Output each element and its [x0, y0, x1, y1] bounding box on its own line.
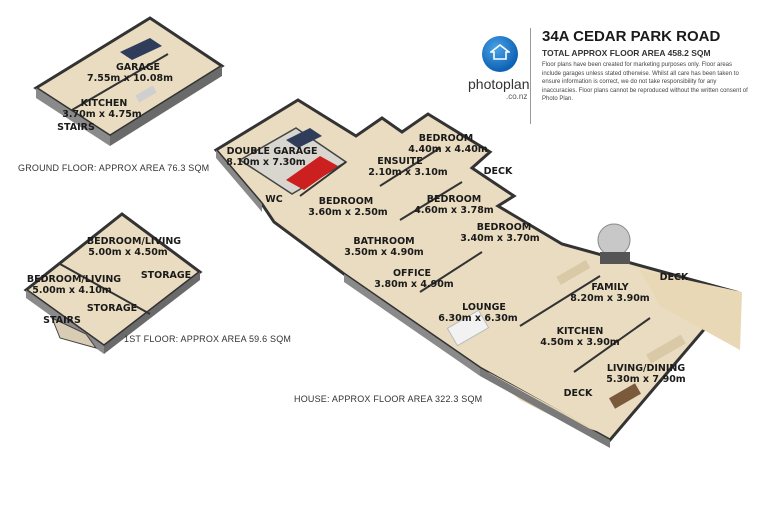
- family-name: FAMILY: [591, 282, 628, 293]
- first-storage-2: STORAGE: [87, 303, 137, 314]
- ground-kitchen-name: KITCHEN: [81, 98, 128, 109]
- house-interior-wall-6: [573, 317, 651, 373]
- logo-text: photoplan: [468, 76, 530, 92]
- total-area: TOTAL APPROX FLOOR AREA 458.2 SQM: [542, 48, 711, 58]
- house-wall-front-2: [344, 274, 480, 376]
- logo-sub: .co.nz: [506, 92, 528, 101]
- house-interior-wall-1: [299, 161, 347, 197]
- house-interior-wall-3: [399, 181, 463, 221]
- ground-stairs: STAIRS: [57, 122, 95, 133]
- ground-floor-wall-side: [110, 66, 222, 146]
- photoplan-logo: photoplan .co.nz: [468, 36, 538, 108]
- kitchen-dim: 4.50m x 3.90m: [540, 337, 620, 348]
- wc-label: WC: [265, 194, 282, 205]
- ground-floor-wall-front: [36, 88, 110, 146]
- bedroom-right-dim: 3.40m x 3.70m: [460, 233, 540, 244]
- lounge-name: LOUNGE: [462, 302, 506, 313]
- page-title: 34A CEDAR PARK ROAD: [542, 28, 721, 45]
- kitchen-name: KITCHEN: [557, 326, 604, 337]
- house-slab: [213, 98, 739, 442]
- disclaimer: Floor plans have been created for market…: [542, 62, 748, 102]
- ground-garage-name: GARAGE: [116, 62, 160, 73]
- garage-dark-car: [120, 38, 162, 60]
- bathroom-dim: 3.50m x 4.90m: [344, 247, 424, 258]
- first-floor-plan: [23, 212, 203, 354]
- living-sofa: [646, 334, 686, 364]
- house-interior-wall-5: [519, 275, 601, 327]
- double-garage-red-car: [286, 156, 338, 190]
- ground-floor-labels: GARAGE 7.55m x 10.08m KITCHEN 3.70m x 4.…: [18, 62, 209, 173]
- dining-table: [609, 383, 641, 409]
- bathroom-name: BATHROOM: [353, 236, 414, 247]
- ground-kitchen-dim: 3.70m x 4.75m: [62, 109, 142, 120]
- first-floor-divider: [59, 263, 151, 315]
- double-garage-dim: 8.10m x 7.30m: [226, 157, 306, 168]
- ground-kitchen-bench: [135, 85, 157, 103]
- bedroom-small-name: BEDROOM: [319, 196, 374, 207]
- ground-floor-area: GROUND FLOOR: APPROX AREA 76.3 SQM: [18, 163, 209, 173]
- house-icon: [490, 44, 510, 60]
- outdoor-table: [600, 252, 630, 264]
- house-labels: DOUBLE GARAGE 8.10m x 7.30m WC BEDROOM 3…: [226, 133, 689, 404]
- double-garage-dark-car: [286, 128, 322, 148]
- lounge-rug: [446, 309, 490, 347]
- header-divider: [530, 28, 531, 124]
- ground-garage-dim: 7.55m x 10.08m: [87, 73, 173, 84]
- bedroom-mid-dim: 4.60m x 3.78m: [414, 205, 494, 216]
- deck-top: DECK: [484, 166, 513, 177]
- first-bedroom-living-1-dim: 5.00m x 4.50m: [88, 247, 168, 258]
- family-dim: 8.20m x 3.90m: [570, 293, 650, 304]
- bedroom-mid-name: BEDROOM: [427, 194, 482, 205]
- ground-divider: [71, 53, 169, 111]
- deck-right: [640, 270, 742, 350]
- house-plan: [213, 98, 742, 448]
- deck-bottom: [488, 372, 600, 432]
- bedroom-small-dim: 3.60m x 2.50m: [308, 207, 388, 218]
- first-floor-labels: BEDROOM/LIVING 5.00m x 4.50m STORAGE BED…: [27, 236, 291, 344]
- house-area: HOUSE: APPROX FLOOR AREA 322.3 SQM: [294, 394, 482, 404]
- first-floor-stair-landing: [51, 317, 98, 349]
- outdoor-umbrella: [597, 223, 631, 257]
- house-globe-icon: [482, 36, 518, 72]
- house-wall-front-3: [480, 368, 610, 448]
- first-storage-1: STORAGE: [141, 270, 191, 281]
- house-interior-wall-2: [379, 147, 441, 187]
- first-stairs: STAIRS: [43, 315, 81, 326]
- first-floor-area: 1ST FLOOR: APPROX AREA 59.6 SQM: [124, 334, 291, 344]
- double-garage-name: DOUBLE GARAGE: [227, 146, 318, 157]
- office-name: OFFICE: [393, 268, 431, 279]
- bedroom-right-name: BEDROOM: [477, 222, 532, 233]
- family-sofa: [556, 260, 591, 285]
- deck-right-label: DECK: [660, 272, 689, 283]
- first-bedroom-living-2-name: BEDROOM/LIVING: [27, 274, 121, 285]
- house-wall-front: [216, 150, 262, 212]
- house-interior-wall-4: [419, 251, 483, 293]
- ensuite-dim: 2.10m x 3.10m: [368, 167, 448, 178]
- first-floor-wall-side: [104, 272, 200, 354]
- ground-floor-plan: [33, 16, 225, 146]
- living-dining-name: LIVING/DINING: [607, 363, 686, 374]
- bedroom-top-dim: 4.40m x 4.40m: [408, 144, 488, 155]
- office-dim: 3.80m x 4.90m: [374, 279, 454, 290]
- lounge-dim: 6.30m x 6.30m: [438, 313, 518, 324]
- deck-bottom-label: DECK: [564, 388, 593, 399]
- ensuite-name: ENSUITE: [377, 156, 423, 167]
- first-bedroom-living-2-dim: 5.00m x 4.10m: [32, 285, 112, 296]
- first-bedroom-living-1-name: BEDROOM/LIVING: [87, 236, 181, 247]
- bedroom-top-name: BEDROOM: [419, 133, 474, 144]
- living-dining-dim: 5.30m x 7.90m: [606, 374, 686, 385]
- header: photoplan .co.nz 34A CEDAR PARK ROAD TOT…: [468, 28, 764, 132]
